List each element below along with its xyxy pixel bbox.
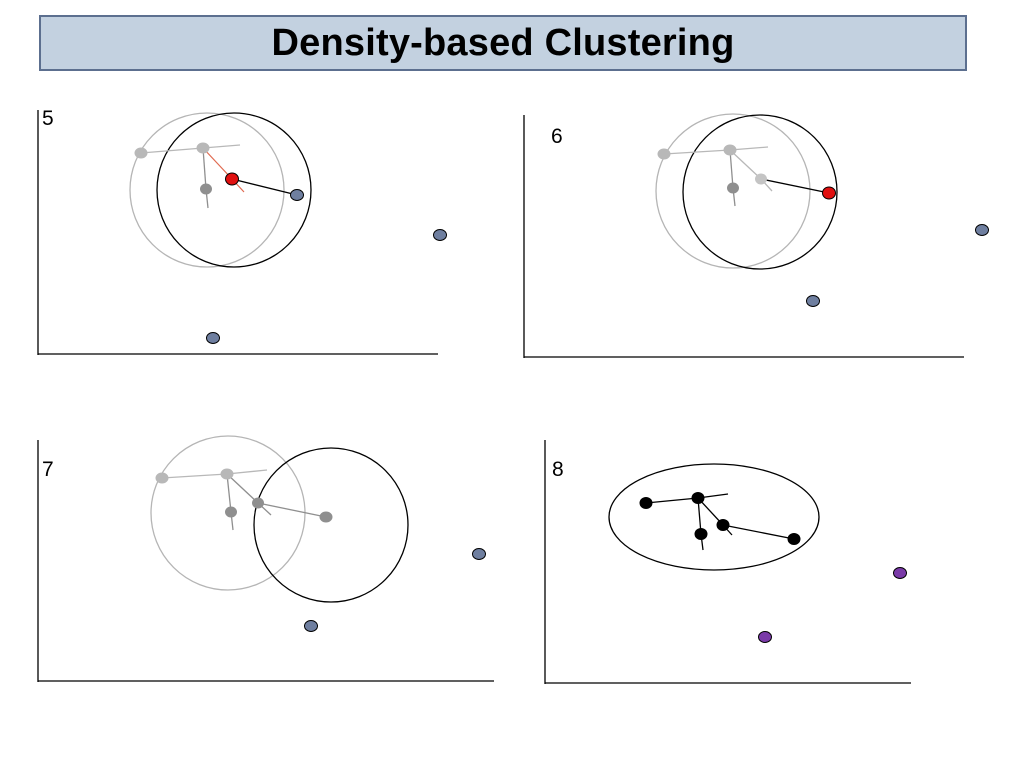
slide-title: Density-based Clustering <box>271 21 735 64</box>
panel-6-edge <box>729 149 762 180</box>
panel-5-visited-point <box>200 183 212 195</box>
panel-7-label: 7 <box>42 458 54 481</box>
panel-8: 8 <box>544 440 911 684</box>
panel-7-edge <box>226 473 259 504</box>
panel-6-current-point <box>822 186 836 200</box>
panel-6: 6 <box>523 113 989 358</box>
panel-5-edge-to-current <box>202 147 233 180</box>
panel-5-active-neighborhood-circle <box>156 112 312 268</box>
panel-7-visited-point <box>252 497 264 509</box>
panel-6-edge-active <box>760 178 830 194</box>
panel-5-previous-neighborhood-circle <box>129 112 285 268</box>
panel-8-clustered-point <box>716 519 730 531</box>
panel-7-edge <box>257 502 327 518</box>
title-bar: Density-based Clustering <box>39 15 967 71</box>
panel-8-noise-point <box>893 567 907 579</box>
panel-6-edge <box>729 149 734 189</box>
panel-5-label: 5 <box>42 107 54 130</box>
panel-5-current-point <box>225 172 239 186</box>
panel-5-edge-active <box>231 178 298 196</box>
panel-7-unvisited-point <box>304 620 318 632</box>
panel-6-visited-point <box>755 173 767 185</box>
panel-8-edge <box>697 497 702 535</box>
panel-8-clustered-point <box>639 497 653 509</box>
panel-8-cluster-boundary <box>608 463 820 571</box>
panel-6-previous-neighborhood-circle <box>655 113 811 269</box>
panel-6-visited-point <box>727 182 739 194</box>
panel-8-clustered-point <box>787 533 801 545</box>
panel-7: 7 <box>37 435 494 682</box>
panel-6-active-neighborhood-circle <box>682 114 838 270</box>
panel-7-active-neighborhood-circle <box>253 447 409 603</box>
panel-6-label: 6 <box>551 125 563 148</box>
panel-6-unvisited-point <box>975 224 989 236</box>
panel-6-edge <box>663 149 731 155</box>
panel-8-label: 8 <box>552 458 564 481</box>
panel-7-visited-point <box>319 511 333 523</box>
panel-5-visited-point <box>196 142 210 154</box>
panel-8-edge <box>722 524 795 540</box>
panel-7-edge <box>226 469 268 475</box>
panel-7-unvisited-point <box>472 548 486 560</box>
panel-8-clustered-point <box>694 528 708 540</box>
panel-7-visited-point <box>220 468 234 480</box>
panel-5-edge <box>202 147 207 190</box>
panel-8-clustered-point <box>691 492 705 504</box>
panel-5-edge <box>140 147 204 154</box>
panel-6-unvisited-point <box>806 295 820 307</box>
panel-6-visited-point <box>723 144 737 156</box>
panel-7-visited-point <box>155 472 169 484</box>
panel-5: 5 <box>37 107 447 355</box>
panel-5-unvisited-point <box>433 229 447 241</box>
panel-5-visited-point <box>134 147 148 159</box>
panel-8-edge <box>645 497 699 504</box>
panel-5-unvisited-point <box>290 189 304 201</box>
panel-8-noise-point <box>758 631 772 643</box>
panel-7-edge <box>226 473 232 513</box>
panel-6-visited-point <box>657 148 671 160</box>
panel-5-unvisited-point <box>206 332 220 344</box>
panel-7-visited-point <box>225 506 237 518</box>
panel-7-edge <box>161 473 228 479</box>
